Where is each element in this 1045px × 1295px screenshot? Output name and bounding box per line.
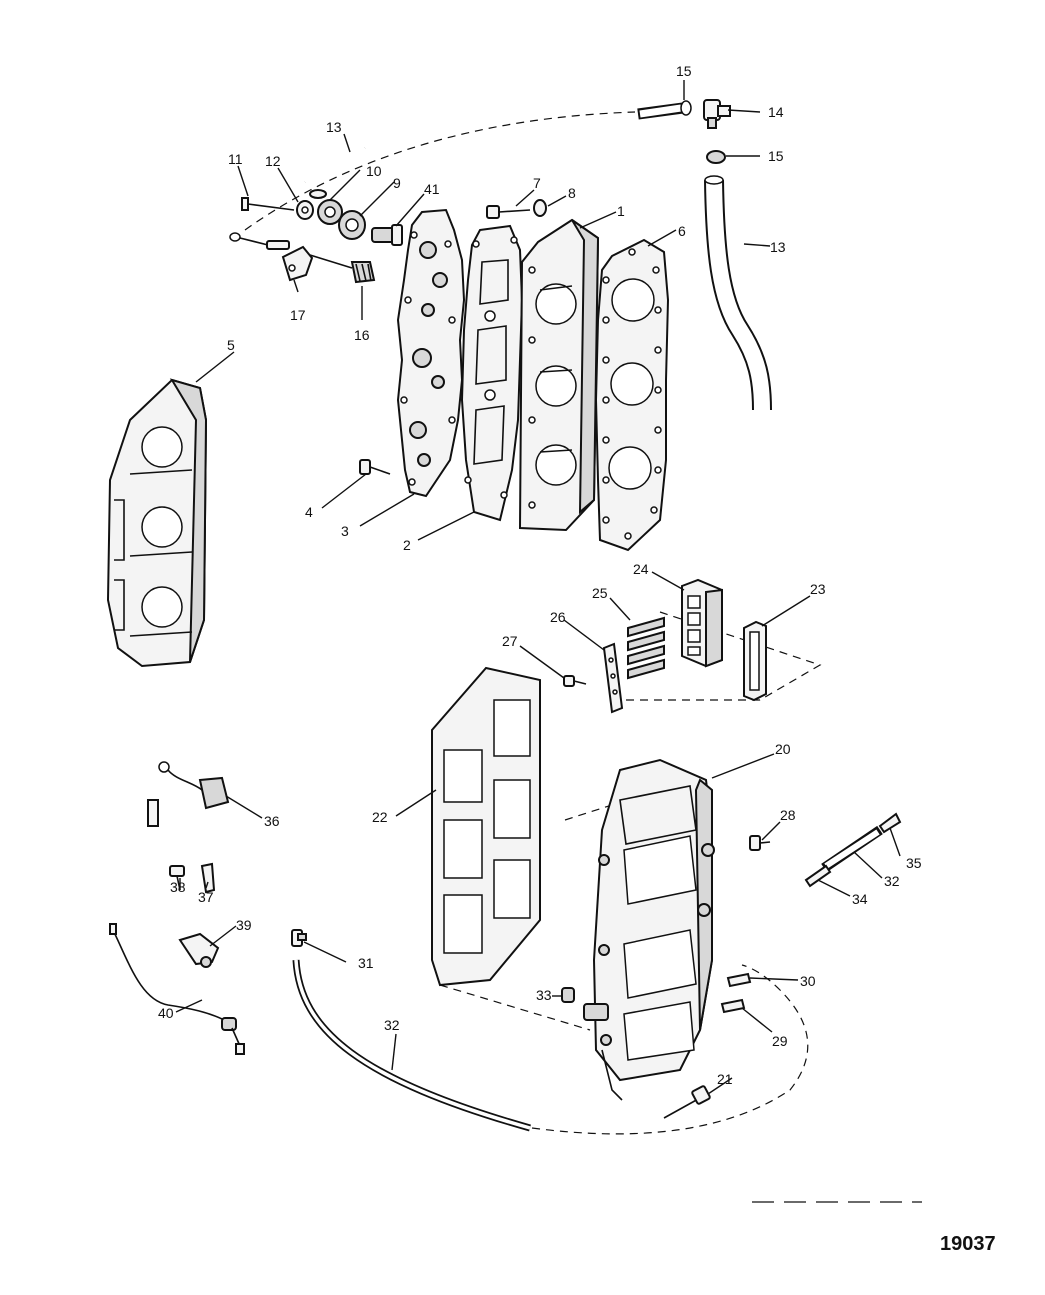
callout-16: 16: [354, 327, 370, 343]
callout-31: 31: [358, 955, 374, 971]
callout-5: 5: [227, 337, 235, 353]
bolt-21: [663, 1085, 711, 1119]
callout-4: 4: [305, 504, 313, 520]
callout-33: 33: [536, 987, 552, 1003]
intake-manifold-20: [583, 758, 715, 1101]
callout-37: 37: [198, 889, 214, 905]
hose-routing-line-upper: [244, 111, 636, 231]
callout-15-lower: 15: [768, 148, 784, 164]
callout-20: 20: [775, 741, 791, 757]
elbow-fitting-14: [703, 99, 731, 129]
callout-32-lower: 32: [384, 1017, 400, 1033]
screw-4: [359, 459, 391, 475]
callout-35: 35: [906, 855, 922, 871]
callout-15-top: 15: [676, 63, 692, 79]
hose-13-long: [704, 175, 772, 411]
wire-harness-40: [109, 923, 245, 1055]
reed-petals-25: [627, 616, 665, 680]
fitting-34: [804, 864, 832, 888]
screw-28: [749, 835, 771, 851]
callout-1: 1: [617, 203, 625, 219]
callout-21: 21: [717, 1071, 733, 1087]
fitting-30: [726, 972, 752, 988]
dashed-ref-hose-loop: [531, 964, 809, 1135]
cylinder-block-1: [518, 218, 600, 532]
washer-8: [533, 199, 547, 217]
spring-16: [309, 254, 376, 284]
callout-40: 40: [158, 1005, 174, 1021]
cover-3: [396, 208, 466, 498]
valve-41: [371, 224, 403, 246]
fitting-31: [291, 929, 307, 947]
sensor-36: [147, 761, 230, 827]
callout-29: 29: [772, 1033, 788, 1049]
figure-number: 19037: [940, 1233, 996, 1255]
cylinder-head-5: [106, 378, 208, 668]
callout-13-upper: 13: [326, 119, 342, 135]
callout-32-right: 32: [884, 873, 900, 889]
callout-25: 25: [592, 585, 608, 601]
callout-24: 24: [633, 561, 649, 577]
washer-12: [296, 200, 314, 220]
wire-and-bracket-17: [229, 232, 314, 282]
callout-10: 10: [366, 163, 382, 179]
hose-32-long: [292, 959, 531, 1132]
gasket-2: [460, 224, 524, 522]
stop-plate-26: [602, 642, 624, 714]
callout-36: 36: [264, 813, 280, 829]
clamp-15-lower: [706, 150, 726, 164]
callout-23: 23: [810, 581, 826, 597]
screw-27: [563, 675, 587, 687]
hose-connector-top: [637, 100, 692, 120]
fitting-33: [561, 987, 575, 1003]
dashed-ref-manifold-top: [564, 779, 691, 821]
callout-22: 22: [372, 809, 388, 825]
bracket-39: [178, 932, 220, 968]
reed-plate-gasket-22: [431, 666, 541, 987]
reed-gasket-23: [743, 620, 767, 702]
callout-3: 3: [341, 523, 349, 539]
callout-28: 28: [780, 807, 796, 823]
dashed-ref-plate-bottom: [439, 984, 591, 1031]
callout-7: 7: [533, 175, 541, 191]
callout-6: 6: [678, 223, 686, 239]
callout-26: 26: [550, 609, 566, 625]
head-gasket-6: [594, 238, 670, 552]
leader-lines: [175, 80, 901, 1095]
screw-11: [241, 197, 295, 211]
callout-27: 27: [502, 633, 518, 649]
bracket-37: [200, 862, 216, 894]
callout-9: 9: [393, 175, 401, 191]
reed-block-24: [681, 578, 723, 668]
callout-34: 34: [852, 891, 868, 907]
fitting-35: [878, 812, 902, 834]
callout-12: 12: [265, 153, 281, 169]
bolt-7: [486, 205, 531, 219]
callout-8: 8: [568, 185, 576, 201]
fitting-29: [720, 998, 746, 1014]
callout-41: 41: [424, 181, 440, 197]
callout-30: 30: [800, 973, 816, 989]
callout-2: 2: [403, 537, 411, 553]
callout-11: 11: [228, 151, 243, 167]
callout-14: 14: [768, 104, 784, 120]
fitting-10: [309, 189, 343, 225]
callout-17: 17: [290, 307, 306, 323]
callout-38: 38: [170, 879, 186, 895]
hose-32-short: [821, 825, 883, 873]
hose-13-short: [303, 145, 367, 185]
dashed-ref-reed-right: [608, 611, 822, 701]
diaphragm-9: [338, 210, 366, 240]
callout-39: 39: [236, 917, 252, 933]
callout-13-right: 13: [770, 239, 786, 255]
